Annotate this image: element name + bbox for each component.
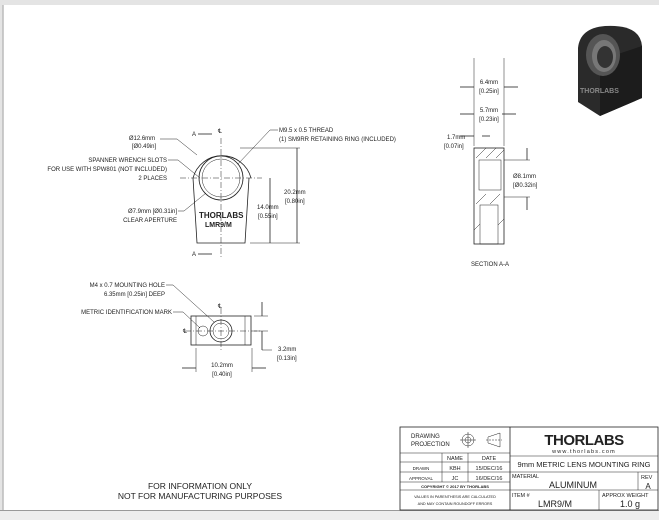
aperture-caption: CLEAR APERTURE <box>123 218 177 224</box>
rev-value: A <box>645 482 651 491</box>
thread-label-1: M9.5 x 0.5 THREAD <box>279 128 334 134</box>
section-view: 6.4mm [0.25in] 5.7mm [0.23in] 1.7mm [0.0… <box>444 58 538 268</box>
spanner-label-1: SPANNER WRENCH SLOTS <box>88 158 167 164</box>
engraving-part: LMR9/M <box>205 222 232 229</box>
values-note-2: AND MAY CONTAIN ROUNDOFF ERRORS <box>418 502 493 506</box>
height-in-label: [0.80in] <box>285 199 305 205</box>
center-height-in-label: [0.55in] <box>258 214 278 220</box>
bottom-centerline-h: ℄ <box>182 329 187 335</box>
thorlabs-logo: THORLABS <box>544 432 624 449</box>
approval-label: APPROVAL <box>409 476 433 481</box>
spanner-label-3: 2 PLACES <box>138 176 167 182</box>
section-mark-top: A <box>192 132 196 138</box>
bottom-view: ℄ ℄ M4 x 0.7 MOUNTING HOLE 6.35mm [0.25i… <box>81 283 297 378</box>
date-header: DATE <box>482 456 497 462</box>
drawn-name: KBH <box>449 466 460 472</box>
projection-label-1: DRAWING <box>411 434 440 440</box>
disclaimer-line-2: NOT FOR MANUFACTURING PURPOSES <box>118 491 283 501</box>
height-label: 20.2mm <box>284 190 306 196</box>
bottom-centerline-v: ℄ <box>217 304 222 310</box>
mounting-hole-label-2: 6.35mm [0.25in] DEEP <box>104 292 165 298</box>
metric-mark-label: METRIC IDENTIFICATION MARK <box>81 310 172 316</box>
rev-label: REV <box>641 475 653 481</box>
drawn-label: DRAWN <box>413 466 430 471</box>
section-lip-in-label: [0.07in] <box>444 144 464 150</box>
section-inner-width-in-label: [0.23in] <box>479 117 499 123</box>
outer-diameter-in-label: [Ø0.49in] <box>132 144 157 150</box>
thread-label-2: (1) SM9RR RETAINING RING (INCLUDED) <box>279 137 396 143</box>
section-mark-bottom: A <box>192 252 196 258</box>
offset-label: 3.2mm <box>278 347 296 353</box>
bottom-width-in-label: [0.40in] <box>212 372 232 378</box>
product-3d-render: THORLABS <box>578 25 642 116</box>
approval-name: JC <box>452 476 459 482</box>
item-value: LMR9/M <box>538 499 572 509</box>
projection-label-2: PROJECTION <box>411 442 450 448</box>
first-angle-projection-icon <box>460 432 502 448</box>
drawing-title: 9mm METRIC LENS MOUNTING RING <box>518 460 651 469</box>
centerline-symbol: ℄ <box>217 129 222 135</box>
section-lip-label: 1.7mm <box>447 135 465 141</box>
spanner-label-2: FOR USE WITH SPW801 (NOT INCLUDED) <box>47 167 167 173</box>
mounting-hole-label-1: M4 x 0.7 MOUNTING HOLE <box>90 283 165 289</box>
offset-in-label: [0.13in] <box>277 356 297 362</box>
center-height-label: 14.0mm <box>257 205 279 211</box>
copyright: COPYRIGHT © 2017 BY THORLABS <box>421 484 489 489</box>
disclaimer-line-1: FOR INFORMATION ONLY <box>148 481 252 491</box>
outer-diameter-label: Ø12.6mm <box>129 136 155 142</box>
aperture-label: Ø7.9mm [Ø0.31in] <box>128 209 177 215</box>
item-label: ITEM # <box>512 493 531 499</box>
section-bore-in-label: [Ø0.32in] <box>513 183 538 189</box>
section-label: SECTION A-A <box>471 262 509 268</box>
website: www.thorlabs.com <box>551 449 616 455</box>
front-view: THORLABS LMR9/M A A ℄ Ø12.6mm [Ø0.49in] … <box>47 128 396 258</box>
weight-label: APPROX WEIGHT <box>602 493 649 499</box>
weight-value: 1.0 g <box>620 499 640 509</box>
approval-date: 16/DEC/16 <box>476 476 503 482</box>
name-header: NAME <box>447 456 463 462</box>
section-width-label: 6.4mm <box>480 80 498 86</box>
section-width-in-label: [0.25in] <box>479 89 499 95</box>
title-block: DRAWING PROJECTION NAME DATE DRAWN KBH 1… <box>399 426 659 511</box>
material-label: MATERIAL <box>512 474 539 480</box>
section-inner-width-label: 5.7mm <box>480 108 498 114</box>
material-value: ALUMINUM <box>549 480 597 490</box>
values-note-1: VALUES IN PARENTHESIS ARE CALCULATED <box>414 495 496 499</box>
engraving-brand: THORLABS <box>199 211 244 220</box>
bottom-width-label: 10.2mm <box>211 363 233 369</box>
drawn-date: 15/DEC/16 <box>476 466 503 472</box>
section-bore-label: Ø8.1mm <box>513 174 536 180</box>
render-engraving: THORLABS <box>580 88 619 95</box>
